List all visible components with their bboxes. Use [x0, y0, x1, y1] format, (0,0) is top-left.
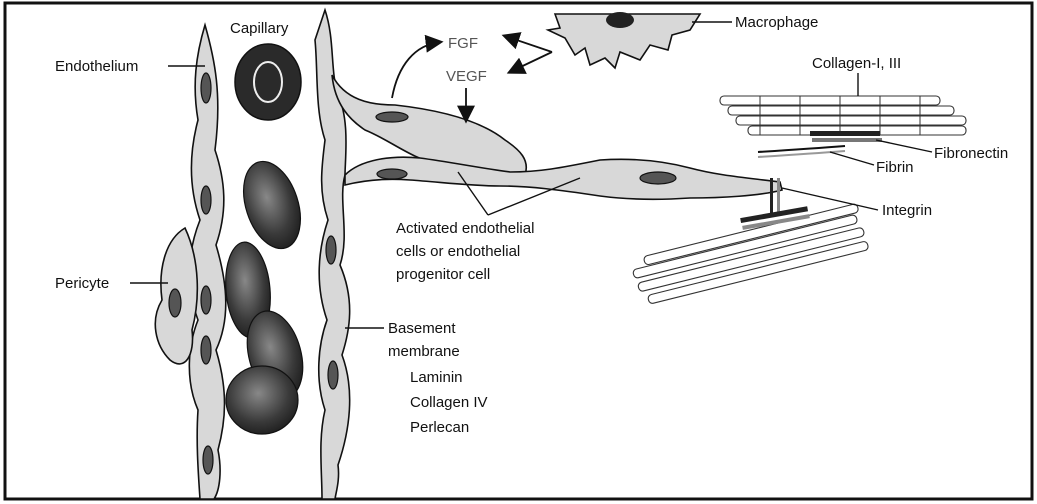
label-capillary: Capillary: [230, 20, 289, 37]
label-fibrin: Fibrin: [876, 159, 914, 176]
label-macrophage: Macrophage: [735, 14, 818, 31]
label-fgf: FGF: [448, 35, 478, 52]
collagen-fibers-upper: [720, 96, 966, 135]
fibronectin-bars: [810, 131, 882, 142]
pericyte-cell: [155, 228, 197, 364]
label-integrin: Integrin: [882, 202, 932, 219]
label-endothelium: Endothelium: [55, 58, 138, 75]
label-collagen-i-iii: Collagen-I, III: [812, 55, 901, 72]
label-pericyte: Pericyte: [55, 275, 109, 292]
endothelial-sprout: [332, 75, 782, 199]
label-fibronectin: Fibronectin: [934, 145, 1008, 162]
red-blood-cells: [222, 154, 312, 434]
right-vessel-wall: [315, 10, 350, 499]
macrophage-cell: [548, 12, 700, 68]
label-collagen-iv: Collagen IV: [410, 394, 488, 411]
label-vegf: VEGF: [446, 68, 487, 85]
capillary-cross-section: [235, 44, 301, 120]
label-activated-3: progenitor cell: [396, 266, 490, 283]
label-activated-1: Activated endothelial: [396, 220, 534, 237]
fibrin-strand: [758, 146, 845, 157]
label-perlecan: Perlecan: [410, 419, 469, 436]
endothelium-nucleus: [201, 73, 211, 103]
label-basement-2: membrane: [388, 343, 460, 360]
label-laminin: Laminin: [410, 369, 463, 386]
label-basement-1: Basement: [388, 320, 456, 337]
label-activated-2: cells or endothelial: [396, 243, 520, 260]
